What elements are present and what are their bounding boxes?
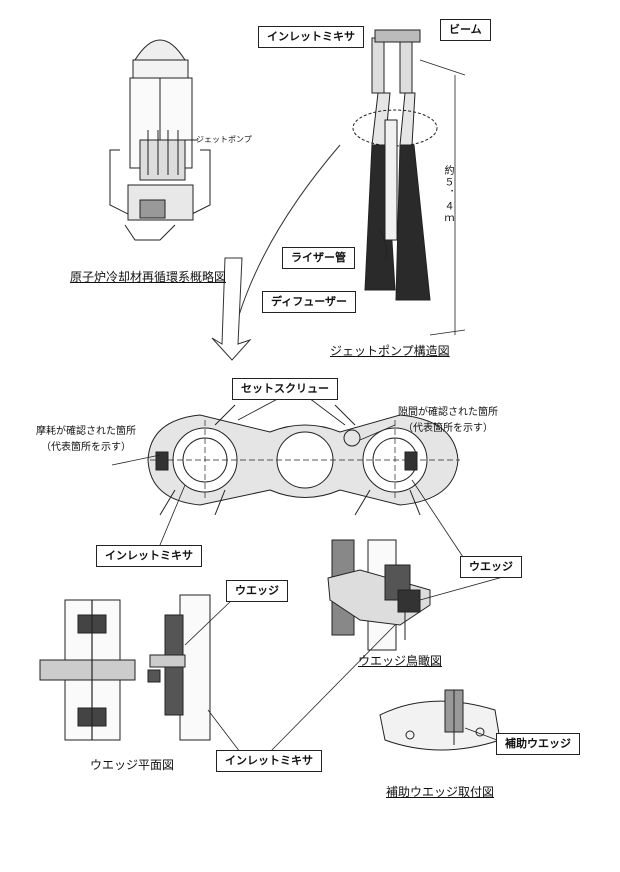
transition-arrowhead: [211, 257, 252, 361]
reactor-schematic: [109, 39, 211, 241]
wedge-birdseye-drawing: [327, 539, 431, 651]
reactor-schematic-caption: 原子炉冷却材再循環系概略図: [70, 270, 227, 284]
wear-note: 摩耗が確認された箇所 （代表箇所を示す）: [36, 424, 136, 456]
aux-wedge-caption: 補助ウエッジ取付図: [386, 785, 495, 799]
wedge-plan-drawing: [39, 594, 211, 741]
set-screw-label: セットスクリュー: [232, 378, 338, 400]
aux-wedge-drawing: [379, 689, 501, 751]
inlet-mixer-label-top: インレットミキサ: [258, 26, 364, 48]
gap-note-line1: 隙間が確認された箇所: [398, 407, 498, 418]
inlet-mixer-label-middle: インレットミキサ: [96, 545, 202, 567]
jet-pump-tag: ジェットポンプ: [196, 135, 252, 144]
jet-pump-caption: ジェットポンプ構造図: [330, 344, 450, 358]
riser-label: ライザー管: [282, 247, 355, 269]
wedge-label-middle: ウエッジ: [460, 556, 522, 578]
diffuser-label: ディフューザー: [262, 291, 357, 313]
bottom-leaders: [184, 574, 511, 753]
beam-section-plan: [147, 404, 460, 516]
aux-wedge-label: 補助ウエッジ: [496, 733, 580, 755]
wear-note-line1: 摩耗が確認された箇所: [36, 426, 136, 437]
beam-label: ビーム: [440, 19, 491, 41]
gap-note-line2: （代表箇所を示す）: [403, 423, 493, 434]
middle-leaders: [111, 424, 466, 561]
gap-note: 隙間が確認された箇所 （代表箇所を示す）: [398, 405, 498, 437]
wedge-birdseye-caption: ウエッジ鳥瞰図: [358, 654, 443, 668]
jet-pump-drawing: [352, 29, 466, 336]
wedge-plan-caption: ウエッジ平面図: [90, 758, 175, 772]
height-dimension: 約５．４ｍ: [442, 165, 453, 225]
wedge-label-bottom: ウエッジ: [226, 580, 288, 602]
inlet-mixer-label-bottom: インレットミキサ: [216, 750, 322, 772]
wear-note-line2: （代表箇所を示す）: [41, 442, 131, 453]
